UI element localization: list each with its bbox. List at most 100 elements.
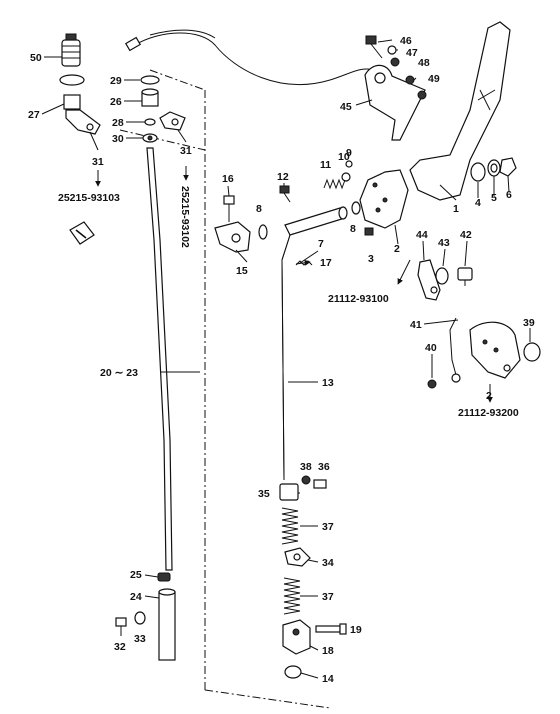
reference-arrows: [95, 166, 493, 403]
callout-20-23: 20 ∼ 23: [100, 367, 138, 379]
callout-2: 2: [394, 243, 400, 255]
ref-21112-93200: 21112-93200: [458, 407, 519, 419]
part-39-bolt: [523, 342, 541, 362]
callout-38: 38: [300, 461, 312, 473]
part-47-washer: [387, 45, 397, 55]
direction-arrow-icon: [69, 221, 95, 245]
callout-1: 1: [453, 203, 459, 215]
callout-labels: 50 29 26 27 28 30 31 31 20 ∼ 23 25 24 32…: [28, 35, 535, 685]
callout-19: 19: [350, 624, 362, 636]
callout-33: 33: [134, 633, 146, 645]
callout-32: 32: [114, 641, 126, 653]
part-29-oring: [59, 74, 160, 86]
part-5-washer: [487, 159, 501, 177]
callout-12: 12: [277, 171, 289, 183]
part-27-clip: [63, 94, 101, 135]
part-2-plate: [359, 169, 409, 229]
part-49-nut: [405, 75, 415, 85]
part-7-shaft: [284, 206, 348, 236]
part-28-washer: [144, 118, 156, 126]
callout-2-lower: 2: [486, 390, 492, 402]
callout-37-lower: 37: [322, 591, 334, 603]
callout-11: 11: [320, 159, 331, 171]
callout-29: 29: [110, 75, 122, 87]
part-36-screw: [313, 479, 327, 489]
part-26-nut: [141, 88, 159, 107]
part-37-spring-upper: [281, 507, 299, 545]
part-24-tube: [158, 588, 176, 661]
callout-40: 40: [425, 342, 437, 354]
part-20-23-rod: [146, 147, 173, 571]
part-14-nut: [284, 665, 302, 679]
callout-25: 25: [130, 569, 142, 581]
callout-31-right: 31: [180, 145, 192, 157]
callout-15: 15: [236, 265, 248, 277]
part-30-washer: [142, 133, 158, 143]
part-46-bolt: [365, 35, 383, 59]
callout-45: 45: [340, 101, 352, 113]
part-6-nut: [499, 157, 517, 177]
callout-14: 14: [322, 673, 334, 685]
callout-4: 4: [475, 197, 481, 209]
part-25-nut: [157, 572, 171, 582]
part-45-bracket: [364, 64, 427, 141]
callout-46: 46: [400, 35, 412, 47]
callout-7: 7: [318, 238, 324, 250]
part-48-nut: [390, 57, 400, 67]
ref-25215-93103: 25215-93103: [58, 192, 120, 204]
part-44-lever-arm: [417, 259, 441, 301]
part-13-rod: [281, 234, 291, 481]
callout-6: 6: [506, 189, 512, 201]
callout-26: 26: [110, 96, 122, 108]
callout-9: 9: [346, 147, 352, 159]
part-9-pin: [345, 160, 353, 168]
part-8-washer: [258, 201, 361, 240]
ref-21112-93100: 21112-93100: [328, 293, 389, 305]
callout-24: 24: [130, 591, 142, 603]
part-19-bolt: [315, 623, 347, 635]
part-42-screw: [457, 267, 473, 286]
callout-17: 17: [320, 257, 332, 269]
part-37-spring-lower: [283, 577, 301, 615]
part-10-washer: [341, 172, 351, 182]
part-1-lever: [409, 21, 511, 201]
callout-27: 27: [28, 109, 40, 121]
reference-part-numbers: 25215-93103 25215-93102 21112-93100 2111…: [58, 186, 519, 419]
callout-36: 36: [318, 461, 330, 473]
part-43-washer: [435, 267, 449, 285]
callout-44: 44: [416, 229, 428, 241]
callout-31-left: 31: [92, 156, 104, 168]
callout-3: 3: [368, 253, 374, 265]
part-35-collar: [279, 483, 299, 501]
part-18-block: [282, 619, 311, 655]
callout-37-upper: 37: [322, 521, 334, 533]
callout-49: 49: [428, 73, 440, 85]
callout-39: 39: [523, 317, 535, 329]
ref-25215-93102: 25215-93102: [179, 186, 191, 248]
part-32-screw: [115, 617, 127, 636]
callout-10: 10: [338, 151, 350, 163]
part-34-clip: [284, 547, 311, 567]
part-4-washer: [470, 162, 486, 182]
callout-43: 43: [438, 237, 450, 249]
callout-5: 5: [491, 192, 497, 204]
part-50-connector: [61, 33, 81, 67]
callout-18: 18: [322, 645, 334, 657]
callout-47: 47: [406, 47, 418, 59]
callout-41: 41: [410, 319, 422, 331]
callout-16: 16: [222, 173, 234, 185]
cable: [124, 29, 376, 85]
part-12-screw: [279, 185, 291, 203]
callout-8-left: 8: [256, 203, 262, 215]
part-31-bracket: [159, 111, 186, 131]
callout-48: 48: [418, 57, 430, 69]
part-2-plate-lower: [469, 321, 521, 379]
part-15-clamp: [214, 221, 251, 253]
callout-28: 28: [112, 117, 124, 129]
callout-50: 50: [30, 52, 42, 64]
part-16-bolt: [223, 195, 235, 222]
callout-30: 30: [112, 133, 124, 145]
callout-42: 42: [460, 229, 472, 241]
part-38-washer: [301, 475, 311, 485]
